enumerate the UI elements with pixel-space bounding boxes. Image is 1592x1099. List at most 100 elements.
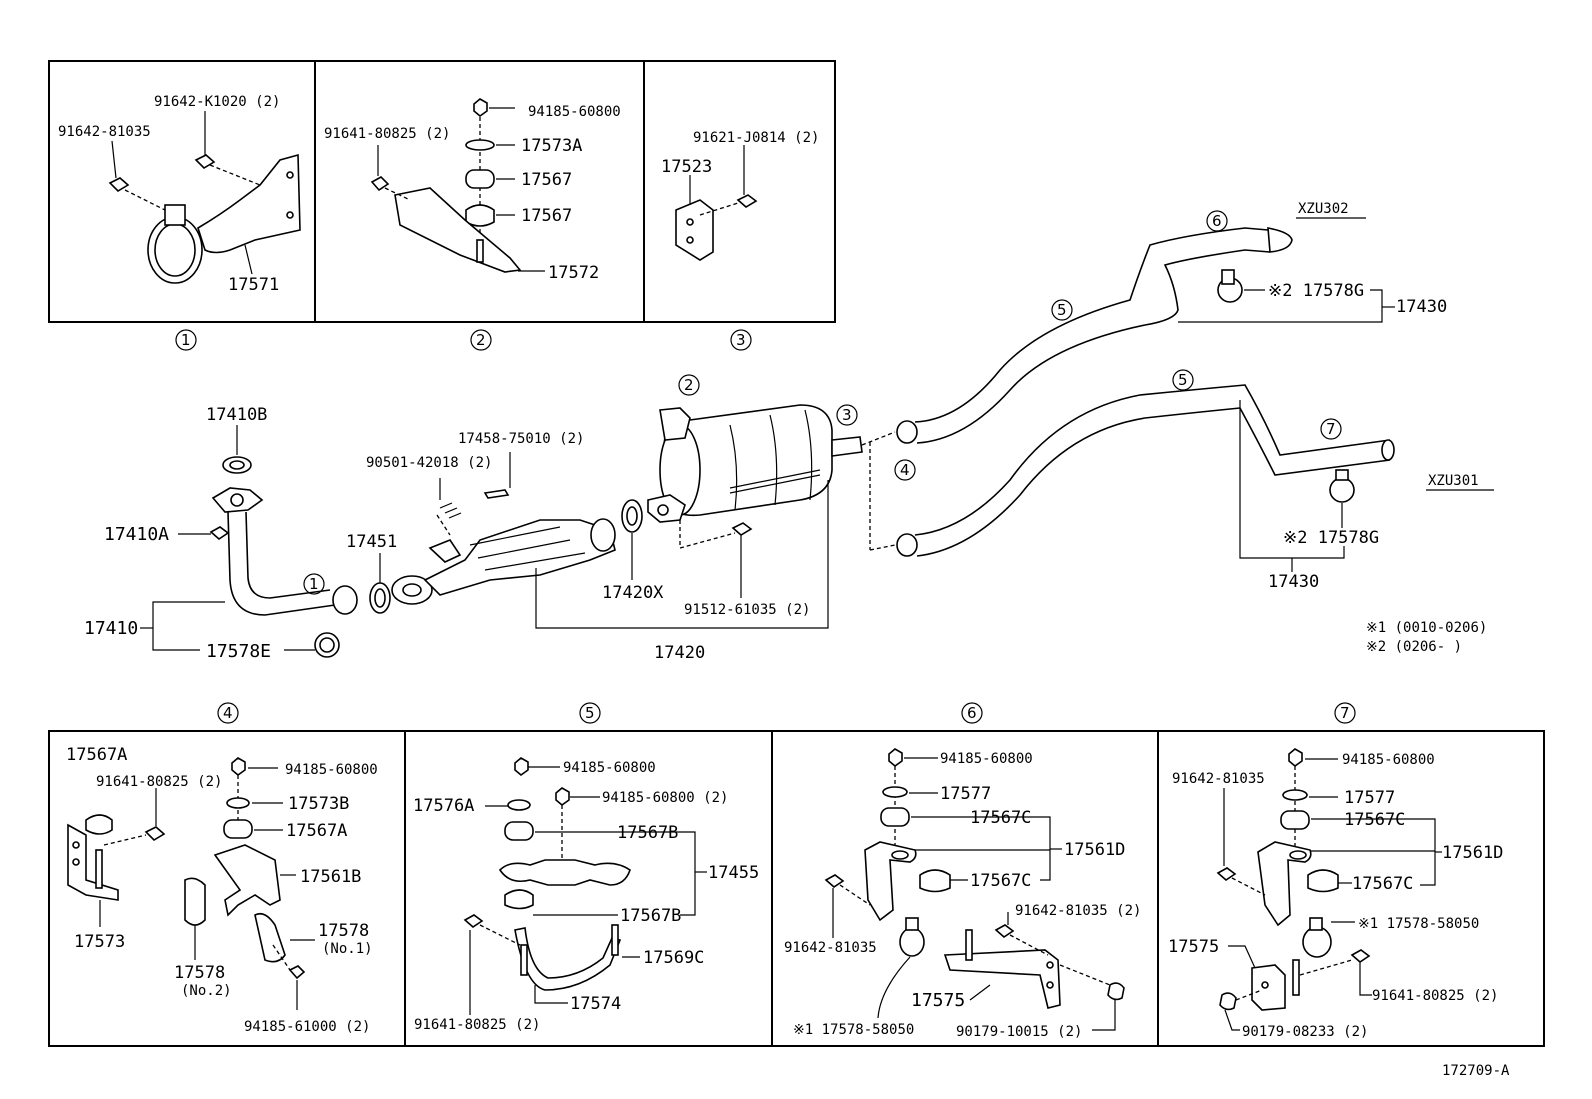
label-17430-bot: 17430 <box>1268 572 1319 592</box>
label-b5-91641-80825: 91641-80825 (2) <box>414 1017 540 1033</box>
label-b5-17576a: 17576A <box>413 796 474 816</box>
label-b5-94185-60800: 94185-60800 <box>563 760 656 776</box>
labels-detail-4: 17567A 91641-80825 (2) 94185-60800 17573… <box>66 745 378 1035</box>
callout-numbers-top: 1 2 3 <box>181 331 746 349</box>
label-17458-75010: 17458-75010 (2) <box>458 431 584 447</box>
labels-detail-7: 94185-60800 91642-81035 17577 17567C 175… <box>1168 752 1503 1040</box>
label-94185-60800: 94185-60800 <box>528 104 621 120</box>
label-90501-42018: 90501-42018 (2) <box>366 455 492 471</box>
label-b7-17567c: 17567C <box>1344 810 1405 830</box>
label-b4-94185-60800: 94185-60800 <box>285 762 378 778</box>
callout-6-detail: 6 <box>967 704 977 722</box>
label-b5-17567b: 17567B <box>617 823 678 843</box>
label-b6-91642-81035: 91642-81035 <box>784 940 877 956</box>
gasket-17451 <box>369 553 391 614</box>
label-b7-17561d: 17561D <box>1442 843 1503 863</box>
label-91512-61035: 91512-61035 (2) <box>684 602 810 618</box>
callout-1-detail: 1 <box>181 331 191 349</box>
callout-1-main: 1 <box>309 575 319 593</box>
label-b4-17578-no1: 17578 <box>318 921 369 941</box>
muffler-17420 <box>535 404 863 629</box>
label-b6-90179-10015: 90179-10015 (2) <box>956 1024 1082 1040</box>
label-17420x: 17420X <box>602 583 664 603</box>
label-17430-top: 17430 <box>1396 297 1447 317</box>
label-b7-90179-08233: 90179-08233 (2) <box>1242 1024 1368 1040</box>
label-b7-17575: 17575 <box>1168 937 1219 957</box>
detail-box-bottom <box>48 730 1545 1047</box>
detail-2-bracket-drawing <box>370 98 545 273</box>
label-b4-no2: (No.2) <box>181 983 232 999</box>
connector-dashes <box>861 431 896 551</box>
diagram-id: 172709-A <box>1442 1063 1510 1079</box>
detail-7-drawing <box>1216 748 1442 1031</box>
callout-5-main-top: 5 <box>1057 301 1067 319</box>
labels-detail-6: 94185-60800 17577 17567C 17561D 17567C 9… <box>784 751 1141 1040</box>
note-1: ※1 (0010-0206) <box>1366 620 1487 636</box>
label-b7-94185-60800: 94185-60800 <box>1342 752 1435 768</box>
label-17567-a: 17567 <box>521 170 572 190</box>
detail-4-drawing <box>67 757 315 1010</box>
label-17573a: 17573A <box>521 136 582 156</box>
label-b5-94185-60800-2: 94185-60800 (2) <box>602 790 728 806</box>
label-17572: 17572 <box>548 263 599 283</box>
label-17578g-top: ※2 17578G <box>1268 281 1364 301</box>
label-17571: 17571 <box>228 275 279 295</box>
label-91642-81035: 91642-81035 <box>58 124 151 140</box>
detail-callouts-top <box>175 329 752 351</box>
label-b4-91641-80825: 91641-80825 (2) <box>96 774 222 790</box>
label-b4-17567a: 17567A <box>66 745 127 765</box>
tail-pipe-xzu301 <box>896 384 1395 572</box>
label-b6-17567c-2: 17567C <box>970 871 1031 891</box>
label-b4-no1: (No.1) <box>322 941 373 957</box>
label-17420: 17420 <box>654 643 705 663</box>
label-17578g-bot: ※2 17578G <box>1283 528 1379 548</box>
front-pipe-17410 <box>140 425 358 658</box>
label-17451: 17451 <box>346 532 397 552</box>
label-b5-17567b-2: 17567B <box>620 906 681 926</box>
label-17410b: 17410B <box>206 405 267 425</box>
detail-6-drawing <box>824 748 1125 1031</box>
label-17410: 17410 <box>84 618 138 639</box>
callout-2-main: 2 <box>684 376 694 394</box>
label-b6-17561d: 17561D <box>1064 840 1125 860</box>
label-b6-17577: 17577 <box>940 784 991 804</box>
callout-2-detail: 2 <box>476 331 486 349</box>
label-xzu301: XZU301 <box>1428 473 1479 489</box>
callout-5-main-bot: 5 <box>1178 371 1188 389</box>
label-b5-17574: 17574 <box>570 994 621 1014</box>
label-17410a: 17410A <box>104 524 169 545</box>
labels-main: 17410B 17410A 17410 17578E 17451 90501-4… <box>84 201 1487 663</box>
label-b6-17575: 17575 <box>911 990 965 1011</box>
label-b7-17567c-2: 17567C <box>1352 874 1413 894</box>
label-b4-17567a-2: 17567A <box>286 821 347 841</box>
label-b6-17567c: 17567C <box>970 808 1031 828</box>
label-b6-91642-81035-2: 91642-81035 (2) <box>1015 903 1141 919</box>
detail-3-bracket-drawing <box>675 145 758 261</box>
callout-6-main: 6 <box>1212 212 1222 230</box>
labels-detail-1: 91642-K1020 (2) 91642-81035 17571 <box>58 94 280 295</box>
labels-detail-3: 91621-J0814 (2) 17523 <box>661 130 819 177</box>
note-2: ※2 (0206- ) <box>1366 639 1462 655</box>
callout-numbers-main: 1 2 3 4 5 6 5 7 <box>309 212 1336 593</box>
catalytic-converter <box>391 452 616 605</box>
callout-7-detail: 7 <box>1340 704 1350 722</box>
labels-detail-5: 94185-60800 17576A 94185-60800 (2) 17567… <box>413 760 759 1033</box>
label-17578e: 17578E <box>206 641 271 662</box>
label-b7-17577: 17577 <box>1344 788 1395 808</box>
gasket-17420x <box>621 499 643 580</box>
label-xzu302: XZU302 <box>1298 201 1349 217</box>
labels-detail-2: 91641-80825 (2) 94185-60800 17573A 17567… <box>324 104 621 283</box>
label-17523: 17523 <box>661 157 712 177</box>
label-b4-17561b: 17561B <box>300 867 361 887</box>
label-b4-17573b: 17573B <box>288 794 349 814</box>
callout-4-detail: 4 <box>223 704 233 722</box>
main-callouts <box>303 210 1342 595</box>
label-b7-91641-80825: 91641-80825 (2) <box>1372 988 1498 1004</box>
label-b6-17578-58050: ※1 17578-58050 <box>793 1022 914 1038</box>
callout-numbers-bottom: 4 5 6 7 <box>223 704 1350 722</box>
label-b5-17455: 17455 <box>708 863 759 883</box>
label-17567-b: 17567 <box>521 206 572 226</box>
detail-5-drawing <box>463 757 707 1015</box>
